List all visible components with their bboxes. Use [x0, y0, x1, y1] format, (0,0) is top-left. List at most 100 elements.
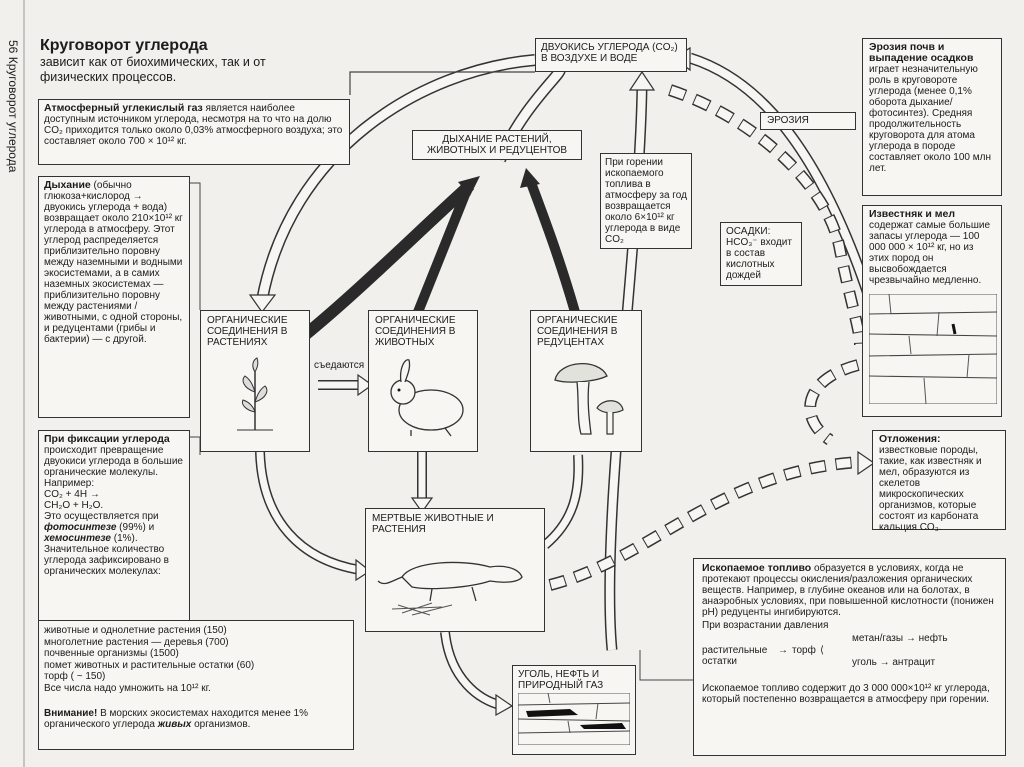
org-animals-text: ОРГАНИЧЕСКИЕ СОЕДИНЕНИЯ В ЖИВОТНЫХ [375, 315, 456, 348]
fossil-scheme: растительные остатки → торф ⟨ метан/газы… [702, 633, 997, 675]
fixation-item: торф ( ~ 150) [44, 671, 106, 682]
precip-box: ОСАДКИ: HCO₃⁻ входит в состав кислотных … [720, 222, 802, 286]
deposits-box: Отложения: известковые породы, такие, ка… [872, 430, 1006, 533]
breath-connector [188, 182, 201, 310]
erosion-box: Эрозия почв и выпадение осадков играет н… [862, 38, 1002, 196]
fossil-peat: торф [792, 645, 816, 656]
limestone-dash-fill [805, 360, 860, 444]
fossil-head: Ископаемое топливо [702, 562, 812, 574]
fuel-burn-box: При горении ископаемого топлива в атмосф… [600, 153, 692, 249]
deposits-head: Отложения: [879, 433, 941, 445]
fixation-photo-pct: (99%) и [119, 522, 155, 533]
fixation-item: животные и однолетние растения (150) [44, 625, 227, 636]
dead-to-coal-head [495, 693, 514, 717]
fossil-pressure: При возрастании давления [702, 620, 829, 631]
erosion-label: ЭРОЗИЯ [767, 115, 809, 126]
respiration-text: ДЫХАНИЕ РАСТЕНИЙ, ЖИВОТНЫХ И РЕДУЦЕНТОВ [426, 134, 568, 156]
eaten-arrow-head [357, 373, 374, 397]
burn-arrow-head [628, 70, 656, 91]
limestone-head: Известняк и мел [869, 208, 956, 220]
fixation-text1: происходит превращение двуокиси углерода… [44, 445, 183, 489]
coal-text: УГОЛЬ, НЕФТЬ И ПРИРОДНЫЙ ГАЗ [518, 669, 604, 691]
org-plants-text: ОРГАНИЧЕСКИЕ СОЕДИНЕНИЯ В РАСТЕНИЯХ [207, 315, 288, 348]
eaten-label: съедаются [314, 360, 365, 371]
precip-head: ОСАДКИ: [726, 226, 771, 237]
fossil-methane: метан/газы → нефть [852, 633, 948, 644]
fixation-list-box: животные и однолетние растения (150) мно… [38, 620, 354, 750]
resp-arrow-decomposers-head [520, 168, 540, 188]
rabbit-illustration [390, 359, 464, 437]
co2-to-plants-fill [257, 55, 536, 301]
fossil-box: Ископаемое топливо образуется в условиях… [693, 558, 1006, 756]
fossil-text: образуется в условиях, когда не протекаю… [702, 563, 994, 618]
dead-to-decomp-fill [542, 454, 582, 548]
fossil-residues: растительные остатки [702, 645, 768, 667]
respiration-box: ДЫХАНИЕ РАСТЕНИЙ, ЖИВОТНЫХ И РЕДУЦЕНТОВ [412, 130, 582, 160]
fixation-box: При фиксации углерода происходит превращ… [38, 430, 190, 630]
atmosphere-head: Атмосферный углекислый газ [44, 102, 203, 114]
fixation-text3: Значительное количество углерода зафикси… [44, 544, 169, 577]
erosion-label-box: ЭРОЗИЯ [760, 112, 856, 130]
co2-to-plants-outline [256, 54, 536, 302]
coal-box: УГОЛЬ, НЕФТЬ И ПРИРОДНЫЙ ГАЗ [512, 665, 636, 755]
fossil-brace: ⟨ [820, 645, 824, 656]
resp-arrow-animals [413, 180, 475, 314]
side-title: Круговорот углерода [6, 56, 20, 173]
fixation-text2: Это осуществляется при [44, 511, 159, 522]
org-decomposers-box: ОРГАНИЧЕСКИЕ СОЕДИНЕНИЯ В РЕДУЦЕНТАХ [530, 310, 642, 452]
breathing-text: (обычно глюкоза+кислород → двуокись угле… [44, 180, 183, 345]
mushroom-illustration [554, 363, 624, 435]
limestone-text: содержат самые большие запасы углерода —… [869, 220, 991, 286]
erosion-dash-fill [668, 85, 865, 346]
org-animals-box: ОРГАНИЧЕСКИЕ СОЕДИНЕНИЯ В ЖИВОТНЫХ [368, 310, 478, 452]
deposits-text: известковые породы, такие, как известняк… [879, 445, 982, 533]
fossil-arrow1: → [778, 645, 788, 656]
fixation-chemo: хемосинтезе [44, 533, 111, 544]
title-block: Круговорот углерода зависит как от биохи… [40, 36, 300, 85]
fossil-coal: уголь → антрацит [852, 657, 936, 668]
co2-text: ДВУОКИСЬ УГЛЕРОДА (CO₂) В ВОЗДУХЕ И ВОДЕ [541, 42, 678, 64]
co2-to-atmo-line [349, 71, 535, 95]
fixation-head: При фиксации углерода [44, 433, 170, 445]
dead-to-deposits-head [857, 450, 876, 476]
atmosphere-text: является наиболее доступным источником у… [44, 103, 343, 147]
side-header: 56 Круговорот углерода [2, 40, 20, 240]
warning-text: В морских экосистемах находится менее 1%… [44, 708, 308, 730]
fixation-item: многолетние растения — деревья (700) [44, 636, 229, 648]
fixation-item: почвенные организмы (1500) [44, 648, 179, 659]
fixation-item: помет животных и растительные остатки (6… [44, 659, 255, 671]
org-decomposers-text: ОРГАНИЧЕСКИЕ СОЕДИНЕНИЯ В РЕДУЦЕНТАХ [537, 315, 618, 348]
atmosphere-box: Атмосферный углекислый газ является наиб… [38, 99, 350, 165]
plants-to-dead-head [355, 558, 372, 582]
erosion-head: Эрозия почв и выпадение осадков [869, 41, 974, 64]
co2-box: ДВУОКИСЬ УГЛЕРОДА (CO₂) В ВОЗДУХЕ И ВОДЕ [535, 38, 687, 72]
limestone-box: Известняк и мел содержат самые большие з… [862, 205, 1002, 417]
co2-to-plants-head [248, 294, 277, 314]
warning-bold: живых [157, 719, 192, 730]
resp-arrow-plants [301, 180, 475, 340]
fixation-list: животные и однолетние растения (150) мно… [44, 625, 348, 694]
side-page-number: 56 [6, 40, 20, 54]
dead-to-coal-fill [441, 631, 501, 709]
fixation-eq2: CH₂O + H₂O. [44, 500, 104, 511]
limestone-rock-illustration [868, 293, 998, 405]
org-plants-box: ОРГАНИЧЕСКИЕ СОЕДИНЕНИЯ В РАСТЕНИЯХ [200, 310, 310, 452]
fossil-connector [639, 650, 700, 681]
warning-head: Внимание! [44, 708, 98, 719]
dead-box: МЕРТВЫЕ ЖИВОТНЫЕ И РАСТЕНИЯ [365, 508, 545, 632]
fixation-chemo-pct: (1%). [113, 533, 138, 544]
breathing-box: Дыхание (обычно глюкоза+кислород → двуок… [38, 176, 190, 418]
coal-strata-illustration [517, 692, 631, 746]
precip-text: HCO₃⁻ входит в состав кислотных дождей [726, 237, 792, 281]
fuel-burn-text: При горении ископаемого топлива в атмосф… [605, 157, 687, 245]
erosion-text: играет незначительную роль в круговороте… [869, 64, 991, 174]
fixation-photo: фотосинтезе [44, 522, 117, 533]
animals-to-dead-head [410, 497, 434, 514]
warning-tail: организмов. [194, 719, 251, 730]
resp-arrow-decomposers [525, 178, 580, 314]
plants-to-dead-fill [256, 451, 361, 574]
fixation-eq1: CO₂ + 4H → [44, 489, 100, 500]
fixation-item: Все числа надо умножить на 10¹² кг. [44, 682, 211, 694]
plant-sprout-illustration [237, 357, 273, 431]
